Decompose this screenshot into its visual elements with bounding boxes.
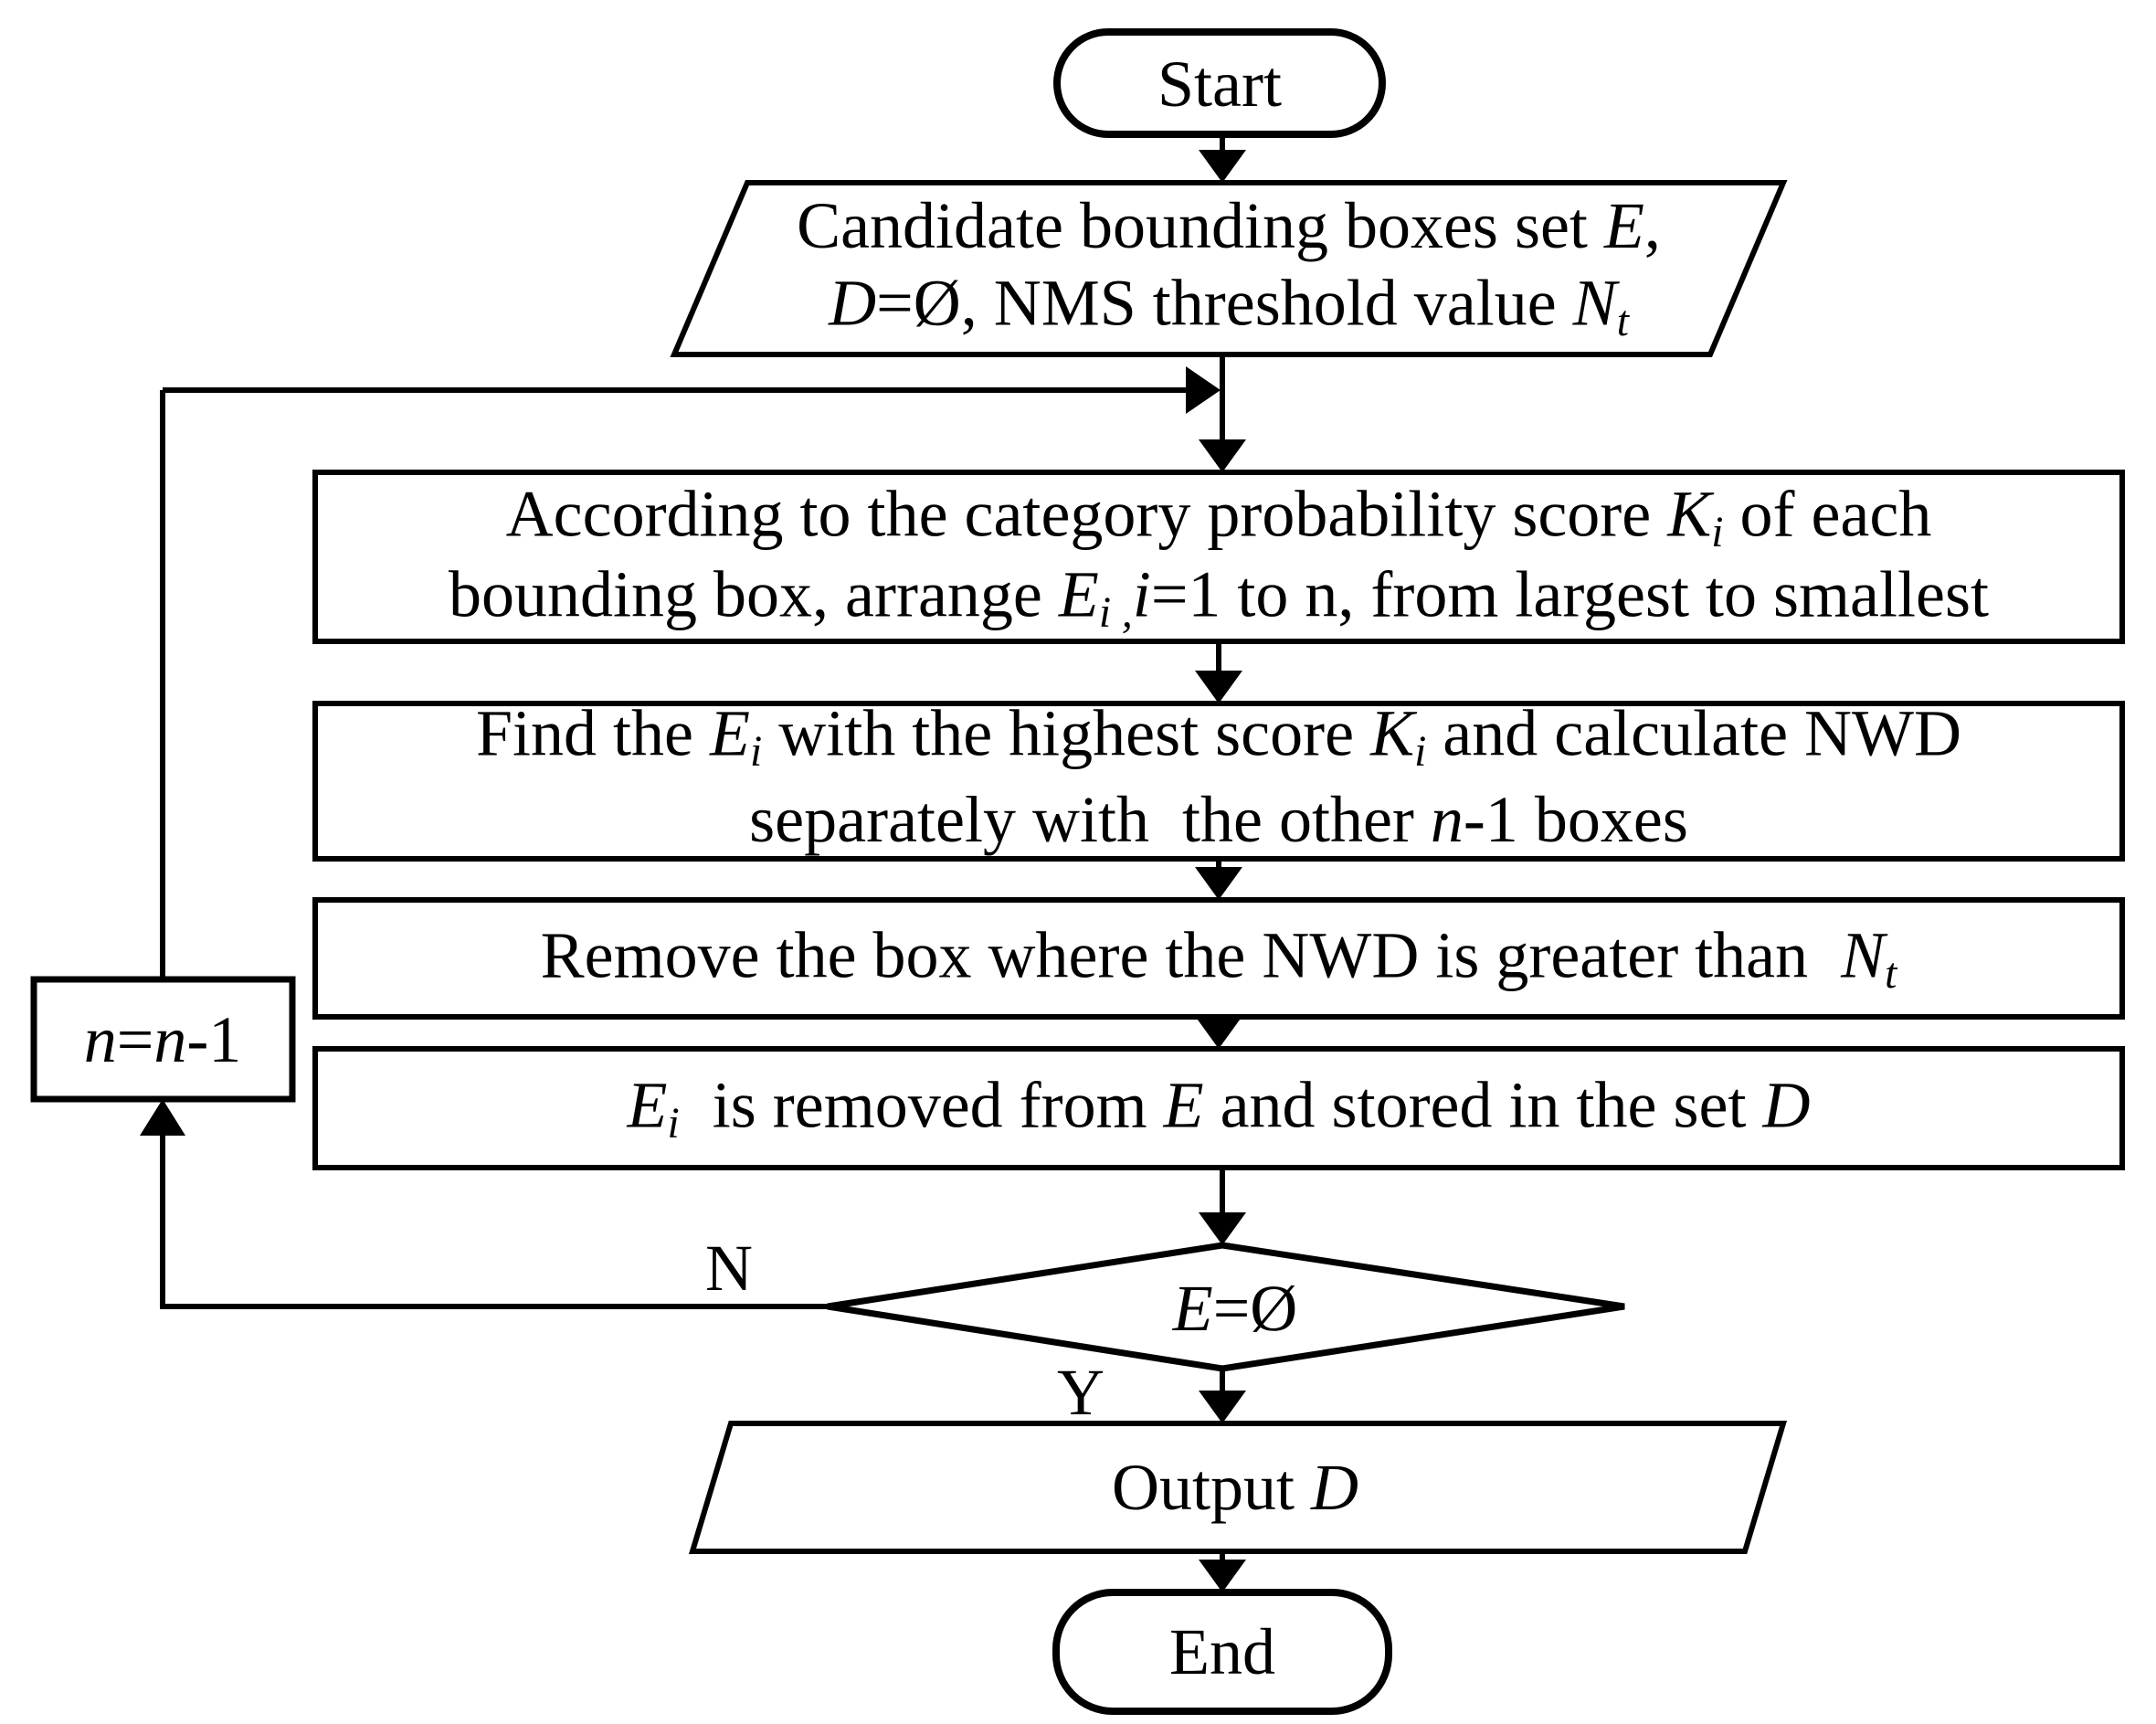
sort-text: bounding box, arrange <box>449 557 1059 631</box>
var-E: E <box>1058 557 1099 631</box>
edge-decision-no-branch <box>160 1134 828 1309</box>
decrement-text: = <box>116 1003 154 1076</box>
sort-node-line1: According to the category probability sc… <box>506 481 1932 555</box>
subscript-i: i <box>1414 727 1427 776</box>
subscript-i: i <box>1711 508 1724 556</box>
input-text: =Ø, NMS threshold value <box>876 266 1573 340</box>
subscript-t: t <box>1885 949 1897 998</box>
arrowhead-output-to-end <box>1199 1560 1246 1592</box>
find-text: and calculate NWD <box>1426 696 1961 770</box>
input-node-line2: D=Ø, NMS threshold value Nt <box>829 270 1629 344</box>
var-E: E <box>1172 1272 1213 1345</box>
var-D: D <box>1762 1068 1811 1142</box>
var-E: E <box>1603 189 1644 262</box>
edge-label-no: N <box>705 1232 753 1305</box>
subscript-i: i <box>667 1099 680 1148</box>
var-E: E <box>1163 1068 1204 1142</box>
output-node-label: Output D <box>1112 1454 1358 1520</box>
start-node-shape <box>1053 28 1386 138</box>
var-N: N <box>1841 918 1886 992</box>
edge-label-yes: Y <box>1057 1356 1104 1429</box>
sort-node-shape <box>312 470 2125 644</box>
var-n: n <box>153 1003 187 1076</box>
sort-text: of each <box>1723 477 1932 551</box>
var-i: i <box>1132 557 1151 631</box>
find-text: -1 boxes <box>1463 783 1688 856</box>
arrowhead-sort-to-find <box>1195 671 1242 703</box>
subscript-i: i <box>750 727 763 776</box>
var-D: D <box>829 266 877 340</box>
output-text: Output <box>1111 1451 1312 1524</box>
remove-text: Remove the box where the NWD is greater … <box>540 918 1842 992</box>
output-node-shape <box>688 1421 1788 1554</box>
find-node-line2: separately with the other n-1 boxes <box>749 787 1688 852</box>
subscript-t: t <box>1616 297 1629 345</box>
start-node-label: Start <box>1157 48 1282 121</box>
decrement-node-label: n=n-1 <box>84 1007 242 1073</box>
subscript-i: i , <box>1098 588 1133 637</box>
decision-node-label: E=Ø <box>1173 1275 1298 1341</box>
decision-text: =Ø <box>1212 1272 1298 1345</box>
find-node-shape <box>312 701 2125 862</box>
decrement-text: -1 <box>186 1003 242 1076</box>
var-E: E <box>710 696 750 770</box>
end-node-shape <box>1052 1589 1392 1715</box>
input-text: , <box>1643 189 1661 262</box>
arrowhead-input-to-sort <box>1199 439 1246 472</box>
var-D: D <box>1311 1451 1359 1524</box>
var-n: n <box>1430 783 1464 856</box>
input-node-shape <box>670 180 1788 357</box>
arrowhead-start-to-input <box>1199 150 1246 183</box>
arrowhead-into-decrement <box>140 1099 185 1136</box>
arrowhead-decision-to-output <box>1199 1391 1246 1423</box>
arrowhead-store-to-decision <box>1199 1212 1246 1245</box>
store-text: is removed from <box>679 1068 1164 1142</box>
sort-node-line2: bounding box, arrange Ei ,i=1 to n, from… <box>449 562 1989 636</box>
var-K: K <box>1370 696 1415 770</box>
store-text: and stored in the set <box>1203 1068 1763 1142</box>
var-n: n <box>83 1003 117 1076</box>
var-K: K <box>1667 477 1712 551</box>
arrowhead-remove-to-store <box>1195 1016 1242 1049</box>
var-N: N <box>1572 266 1617 340</box>
store-node-shape <box>312 1046 2125 1170</box>
input-text: Candidate bounding boxes set <box>797 189 1604 262</box>
find-text: separately with the other <box>749 783 1431 856</box>
remove-node-line1: Remove the box where the NWD is greater … <box>541 923 1897 997</box>
arrowhead-find-to-remove <box>1195 867 1242 900</box>
sort-text: According to the category probability sc… <box>505 477 1668 551</box>
arrowhead-feedback-junction <box>1186 366 1221 414</box>
sort-text: =1 to n, from largest to smallest <box>1150 557 1989 631</box>
store-node-line1: Ei is removed from E and stored in the s… <box>628 1073 1811 1147</box>
decrement-node-shape <box>30 976 296 1103</box>
var-E: E <box>627 1068 668 1142</box>
decision-node-shape <box>827 1242 1625 1372</box>
find-text: with the highest score <box>762 696 1371 770</box>
remove-node-shape <box>312 897 2125 1020</box>
find-node-line1: Find the Ei with the highest score Ki an… <box>476 701 1961 775</box>
find-text: Find the <box>476 696 711 770</box>
input-node-line1: Candidate bounding boxes set E, <box>797 193 1661 259</box>
end-node-label: End <box>1169 1615 1275 1688</box>
